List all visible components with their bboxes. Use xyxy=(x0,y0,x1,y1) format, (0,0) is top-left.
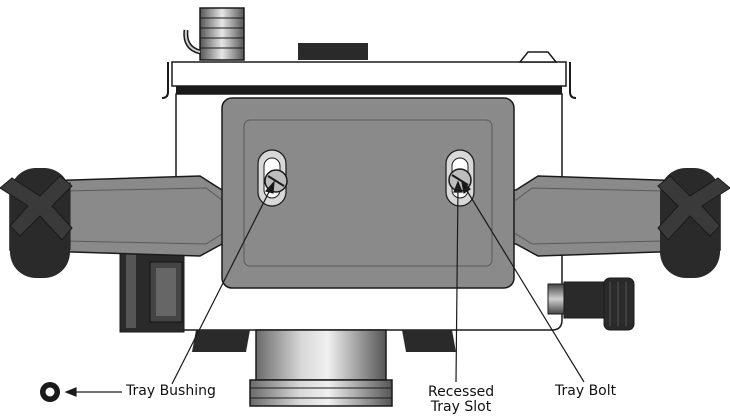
recessed-tray-slot-line1: Recessed xyxy=(428,384,495,400)
tray-bushing-label: Tray Bushing xyxy=(126,383,216,399)
right-side-connector xyxy=(547,277,635,331)
recessed-tray-slot-label: Recessed Tray Slot xyxy=(428,385,494,415)
tray-bolt-label: Tray Bolt xyxy=(555,383,617,399)
tray-plate xyxy=(221,97,515,289)
left-dial-block xyxy=(119,247,185,333)
right-tray-slot xyxy=(445,149,475,207)
callout-leaders xyxy=(64,180,585,397)
top-shutter-block xyxy=(298,43,368,60)
left-handle-knob xyxy=(0,168,73,278)
right-handle-knob xyxy=(657,168,730,278)
tray-bushing-icon xyxy=(40,382,60,402)
top-connector xyxy=(183,7,245,61)
left-tray-slot xyxy=(257,149,288,207)
bottom-feet xyxy=(192,330,456,352)
recessed-tray-slot-line2: Tray Slot xyxy=(430,399,492,415)
lens-port xyxy=(249,329,393,407)
housing-lid xyxy=(161,51,577,99)
